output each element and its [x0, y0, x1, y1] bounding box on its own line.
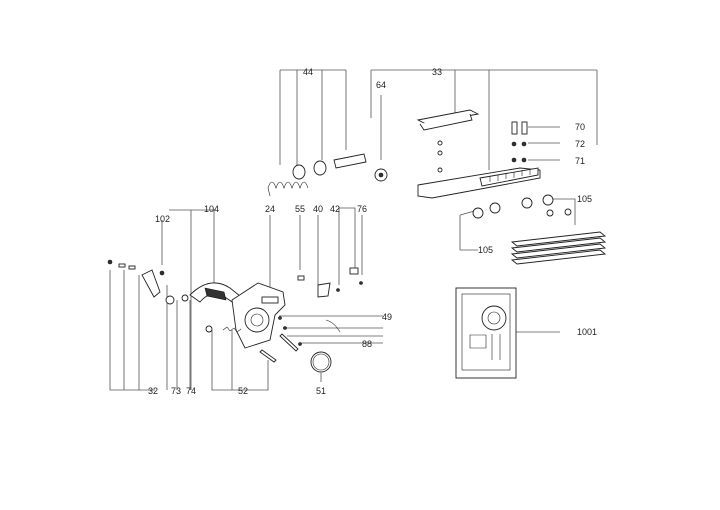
label-1001: 1001: [577, 327, 597, 337]
label-40: 40: [313, 204, 323, 214]
callout-labels: 44 64 33 70 72 71 105 105 102 104 24 55 …: [148, 67, 597, 396]
label-105-lower: 105: [478, 245, 493, 255]
spring-assembly: [267, 153, 367, 197]
label-105-upper: 105: [577, 194, 592, 204]
label-73: 73: [171, 386, 181, 396]
fence-extension-105: [510, 231, 607, 265]
screws-70-72-71: [511, 121, 528, 163]
label-88: 88: [362, 339, 372, 349]
label-74: 74: [186, 386, 196, 396]
label-104: 104: [204, 204, 219, 214]
knobs-105: [472, 194, 572, 219]
label-33: 33: [432, 67, 442, 77]
ring-51: [310, 351, 332, 373]
small-parts-55-40-42-76: [297, 267, 363, 298]
small-parts-73-74: [165, 294, 189, 305]
label-76: 76: [357, 204, 367, 214]
spring-52: [205, 325, 277, 363]
label-51: 51: [316, 386, 326, 396]
label-55: 55: [295, 204, 305, 214]
label-44: 44: [303, 67, 313, 77]
label-42: 42: [330, 204, 340, 214]
guide-rail-33: [416, 109, 541, 199]
label-70: 70: [575, 122, 585, 132]
small-parts-49-88: [278, 316, 341, 352]
label-52: 52: [238, 386, 248, 396]
label-49: 49: [382, 312, 392, 322]
label-sticker-1001: [455, 287, 517, 379]
label-102: 102: [155, 214, 170, 224]
label-72: 72: [575, 139, 585, 149]
label-32: 32: [148, 386, 158, 396]
label-71: 71: [575, 156, 585, 166]
knob-64: [374, 168, 388, 182]
lever-102: [141, 269, 165, 298]
housing-24: [231, 282, 286, 349]
label-24: 24: [265, 204, 275, 214]
leader-lines: [109, 69, 598, 391]
label-64: 64: [376, 80, 386, 90]
small-parts-32: [107, 259, 136, 270]
